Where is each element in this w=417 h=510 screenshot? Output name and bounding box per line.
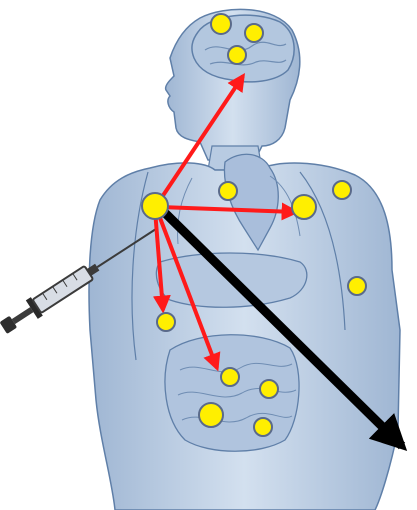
marker-abdomen-1: [221, 368, 239, 386]
marker-liver: [157, 313, 175, 331]
marker-brain-2: [245, 24, 263, 42]
marker-chest-right: [292, 195, 316, 219]
marker-abdomen-4: [254, 418, 272, 436]
marker-brain-1: [211, 14, 231, 34]
marker-abdomen-3: [199, 403, 223, 427]
marker-shoulder: [333, 181, 351, 199]
marker-brain-3: [228, 46, 246, 64]
marker-abdomen-2: [260, 380, 278, 398]
marker-chest-left: [219, 182, 237, 200]
marker-injection-site: [142, 193, 168, 219]
human-anatomy-figure-icon: [89, 9, 400, 510]
marker-arm: [348, 277, 366, 295]
